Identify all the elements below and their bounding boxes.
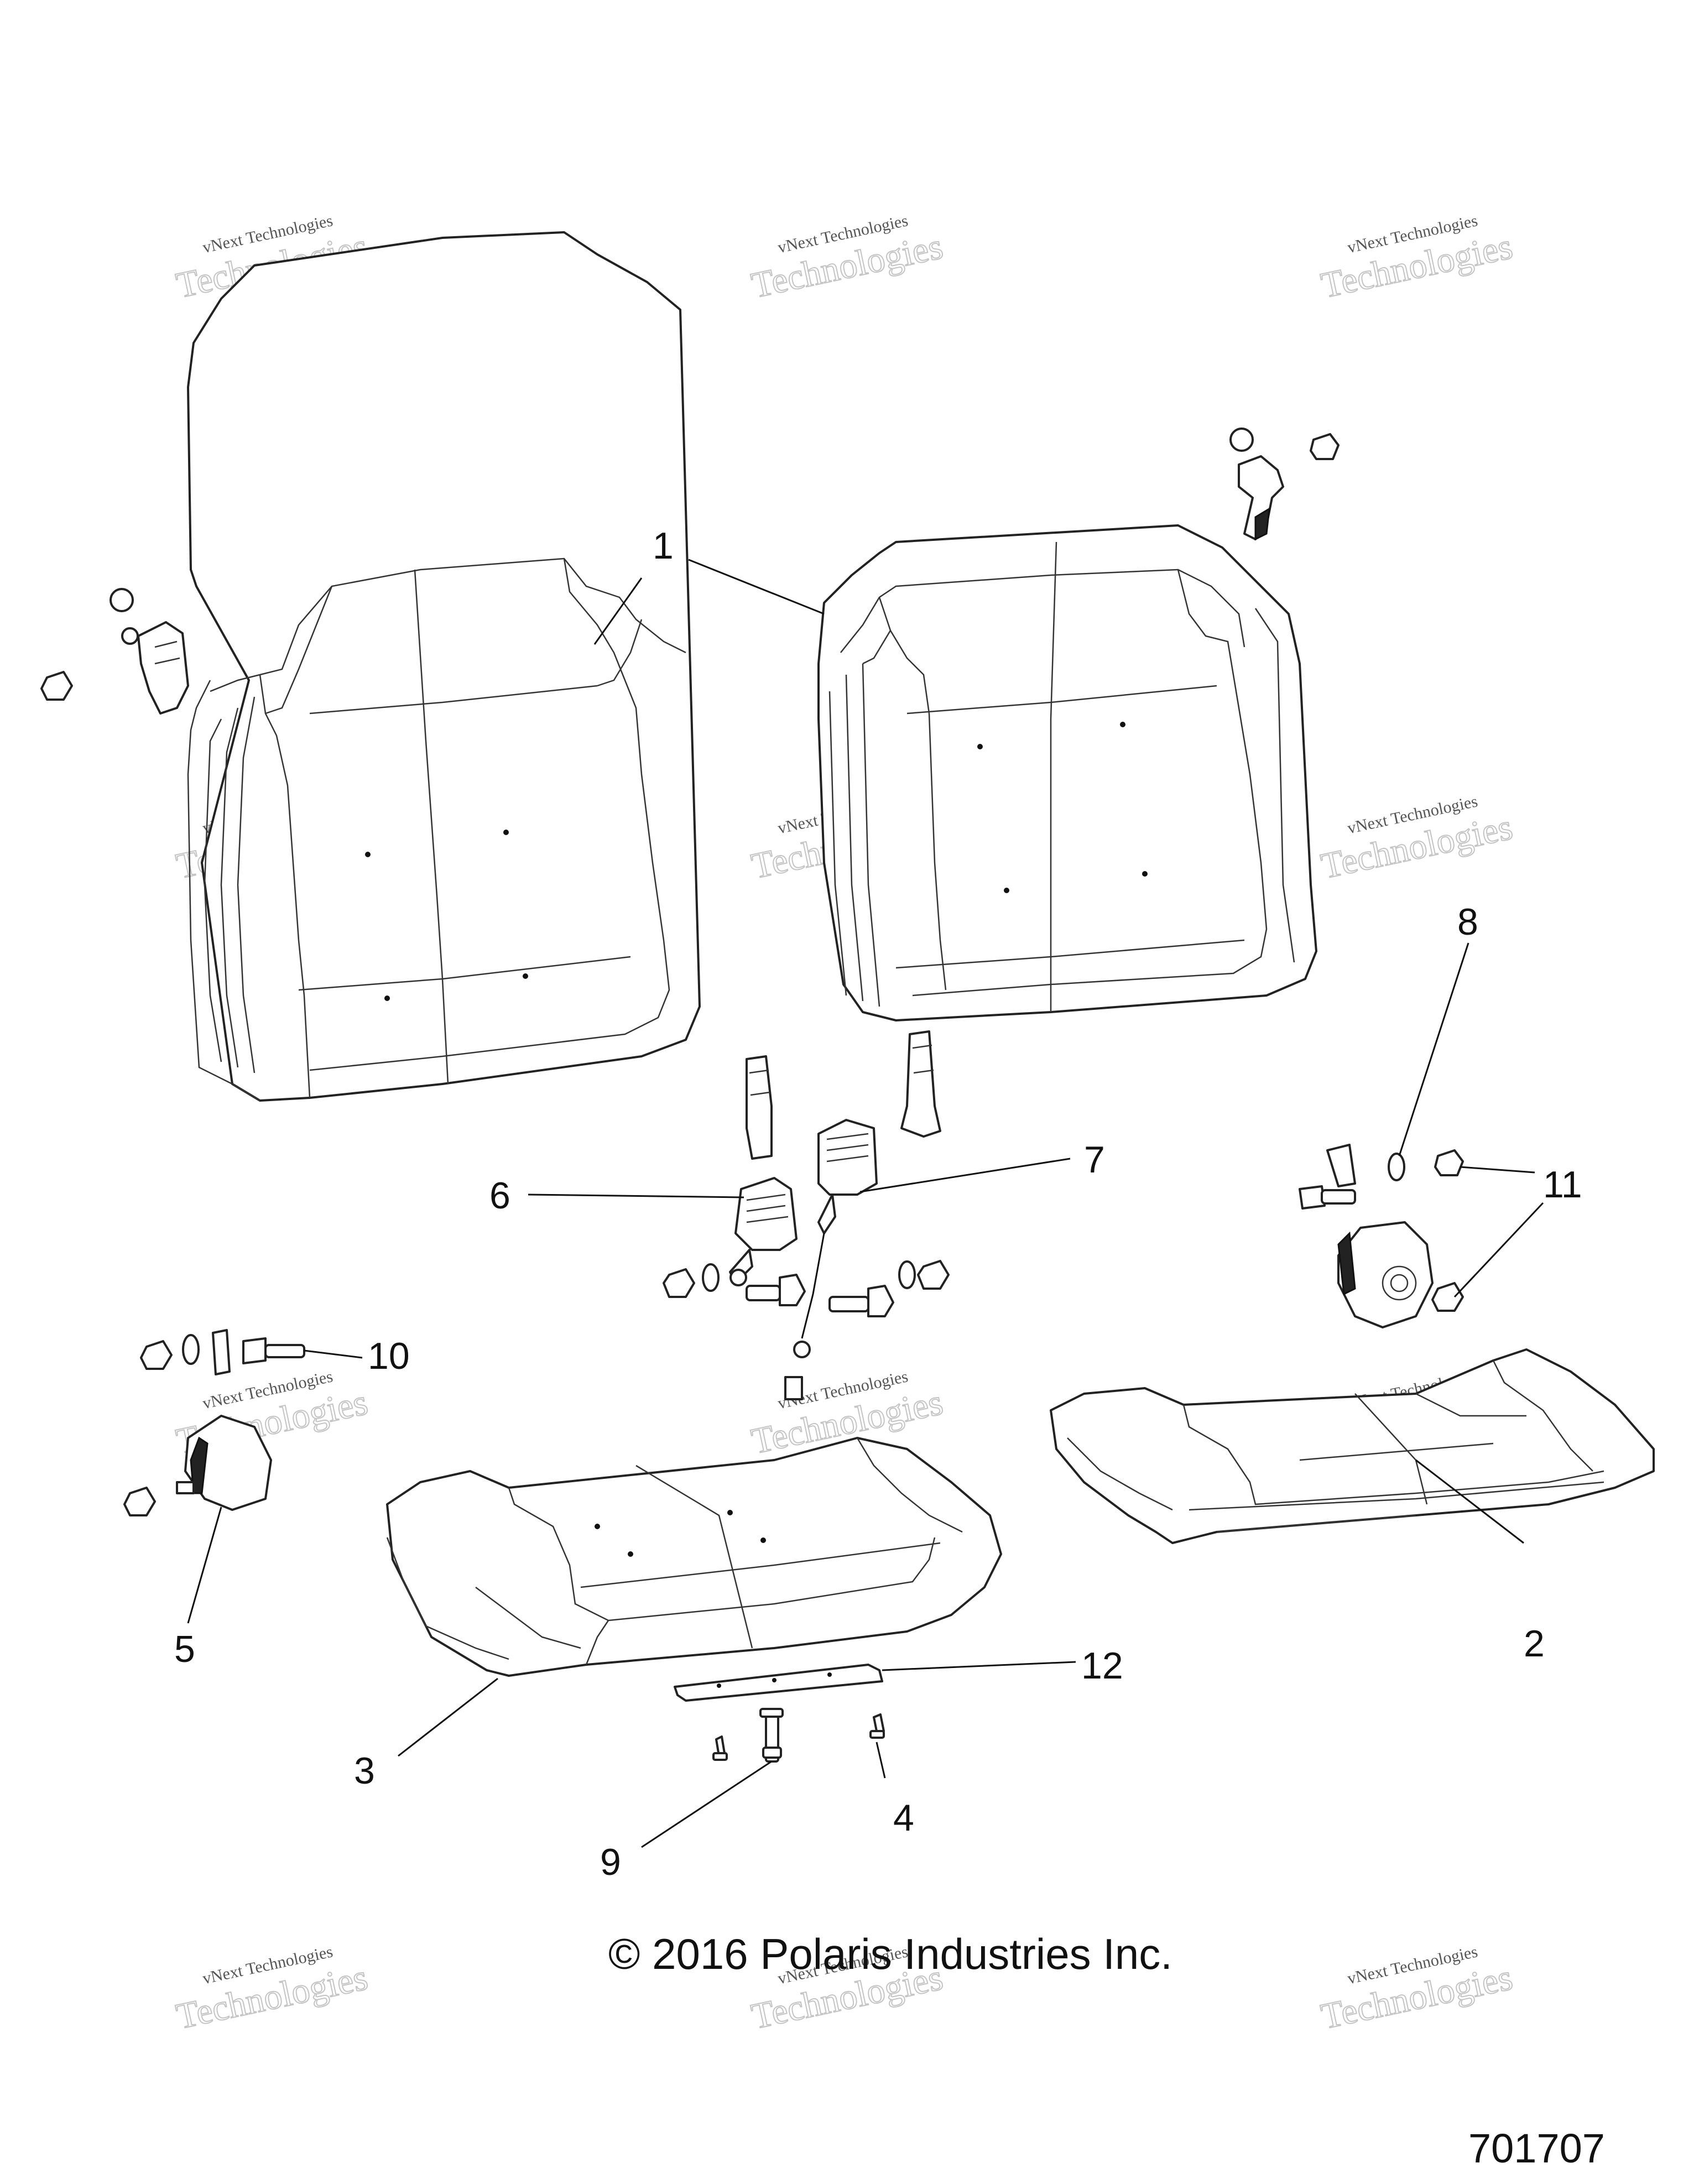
- retractor-left: [123, 1329, 305, 1516]
- leader-5: [187, 1507, 222, 1624]
- callout-11: 11: [1543, 1164, 1582, 1206]
- leader-7: [859, 1158, 1071, 1193]
- leader-1b: [688, 559, 825, 615]
- callout-12: 12: [1081, 1645, 1123, 1687]
- leader-9: [641, 1760, 772, 1848]
- buckle-7: [784, 1119, 878, 1400]
- hardware-upper-left: [40, 588, 189, 715]
- callout-6: 6: [489, 1175, 510, 1217]
- leader-11a: [1460, 1166, 1535, 1174]
- leader-lines: [187, 559, 1544, 1848]
- leader-1a: [593, 577, 643, 645]
- watermark: Technologies vNext Technologies: [747, 211, 946, 306]
- watermark: Technologies vNext Technologies: [1317, 792, 1516, 887]
- callout-8: 8: [1457, 901, 1478, 943]
- fasteners-lower: [712, 1708, 885, 1763]
- leader-8: [1398, 942, 1469, 1156]
- seat-back-left: [187, 231, 701, 1102]
- leader-3: [398, 1677, 498, 1757]
- document-number: 701707: [1468, 2125, 1605, 2171]
- callout-9: 9: [600, 1841, 621, 1883]
- leader-12: [882, 1661, 1076, 1671]
- callout-7: 7: [1084, 1139, 1105, 1181]
- brackets-upper: [746, 1030, 941, 1160]
- callout-4: 4: [893, 1797, 914, 1839]
- watermark: Technologies vNext Technologies: [1317, 211, 1516, 306]
- callout-2: 2: [1524, 1623, 1545, 1665]
- callout-10: 10: [368, 1335, 410, 1377]
- seat-back-right: [817, 524, 1317, 1021]
- leader-11b: [1453, 1202, 1544, 1298]
- leader-6: [528, 1193, 744, 1198]
- hardware-center: [663, 1260, 950, 1317]
- seat-bottom-right: [1050, 1348, 1655, 1544]
- watermark: Technologies vNext Technologies: [172, 1942, 371, 2037]
- seat-bottom-left: [386, 1437, 1002, 1677]
- copyright-text: © 2016 Polaris Industries Inc.: [608, 1930, 1172, 1978]
- watermark: Technologies vNext Technologies: [1317, 1942, 1516, 2037]
- callout-5: 5: [174, 1628, 195, 1670]
- leader-10: [304, 1349, 363, 1359]
- bracket-12: [674, 1664, 883, 1702]
- leader-4: [875, 1742, 886, 1779]
- callout-1: 1: [653, 525, 674, 567]
- callout-3: 3: [354, 1750, 375, 1792]
- leader-2: [1415, 1459, 1524, 1544]
- callouts: 1 2 3 4 5 6 7 8 9 10 11 12: [174, 525, 1582, 1883]
- buckle-6: [729, 1177, 798, 1286]
- hardware-upper-right: [1229, 428, 1340, 541]
- retractor-right: [1299, 1144, 1464, 1328]
